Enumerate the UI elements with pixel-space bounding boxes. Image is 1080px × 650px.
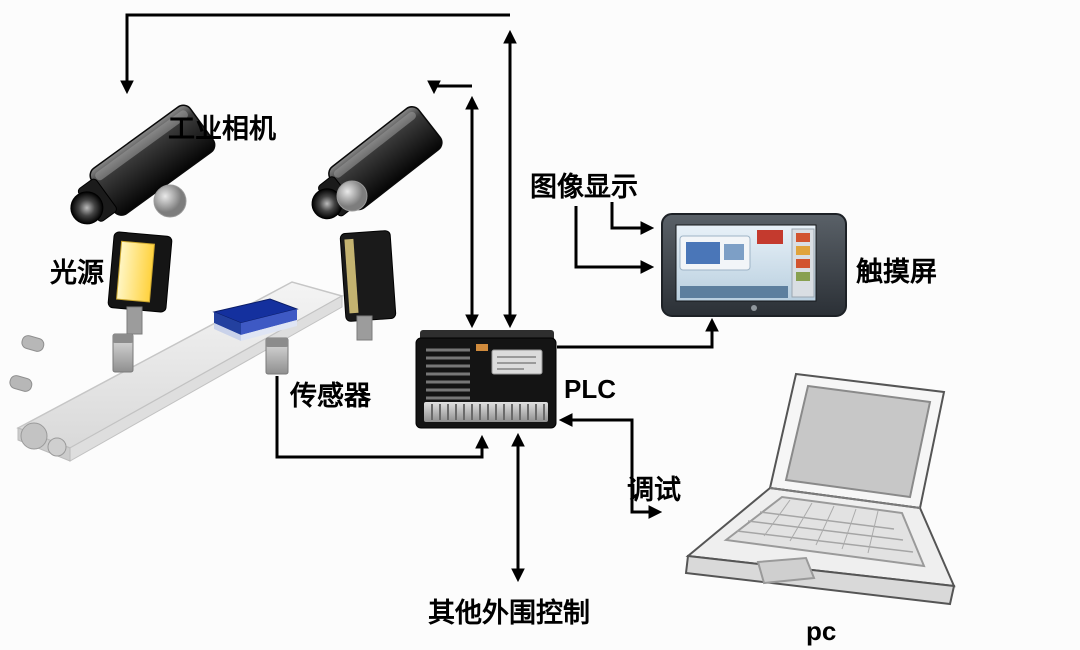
workpiece-box xyxy=(212,298,299,341)
arrow-debug-pc-plc xyxy=(558,413,663,519)
plc-device xyxy=(415,330,557,429)
label-plc: PLC xyxy=(564,374,616,404)
arrow-plc-to-touchscreen xyxy=(557,317,719,349)
arrow-display-to-touchscreen-2 xyxy=(574,206,655,274)
industrial-camera-right xyxy=(311,106,443,220)
sensor-right xyxy=(265,337,289,375)
light-right-bracket xyxy=(356,315,373,341)
label-peripheral-control: 其他外围控制 xyxy=(428,598,590,628)
label-industrial-camera: 工业相机 xyxy=(168,114,276,144)
plc-terminals xyxy=(431,404,545,420)
keyboard-col-lines xyxy=(763,499,879,554)
label-sensor: 传感器 xyxy=(289,380,372,411)
label-image-display: 图像显示 xyxy=(530,172,638,202)
label-touch-screen: 触摸屏 xyxy=(856,257,937,287)
label-pc: pc xyxy=(806,616,836,646)
arrow-top-to-camera-left xyxy=(120,13,510,95)
light-left-bracket xyxy=(126,306,143,335)
sensor-left xyxy=(112,333,134,373)
camera-left-lens-ball xyxy=(153,184,187,218)
label-debug: 调试 xyxy=(627,475,681,505)
light-source-left xyxy=(107,231,173,313)
arrow-sensor-to-plc xyxy=(275,376,489,459)
laptop-pc xyxy=(684,372,956,606)
plc-vents xyxy=(426,348,470,400)
camera-right-lens-ball xyxy=(336,180,368,212)
arrow-elbow-to-camera-right xyxy=(427,80,472,95)
light-source-right xyxy=(339,230,397,322)
industrial-camera-left xyxy=(70,104,216,225)
label-light-source: 光源 xyxy=(49,258,104,288)
touchpad xyxy=(756,556,816,585)
belt-rollers xyxy=(9,335,45,392)
touch-screen-device xyxy=(661,213,847,317)
arrow-display-to-touchscreen-1 xyxy=(610,202,655,235)
